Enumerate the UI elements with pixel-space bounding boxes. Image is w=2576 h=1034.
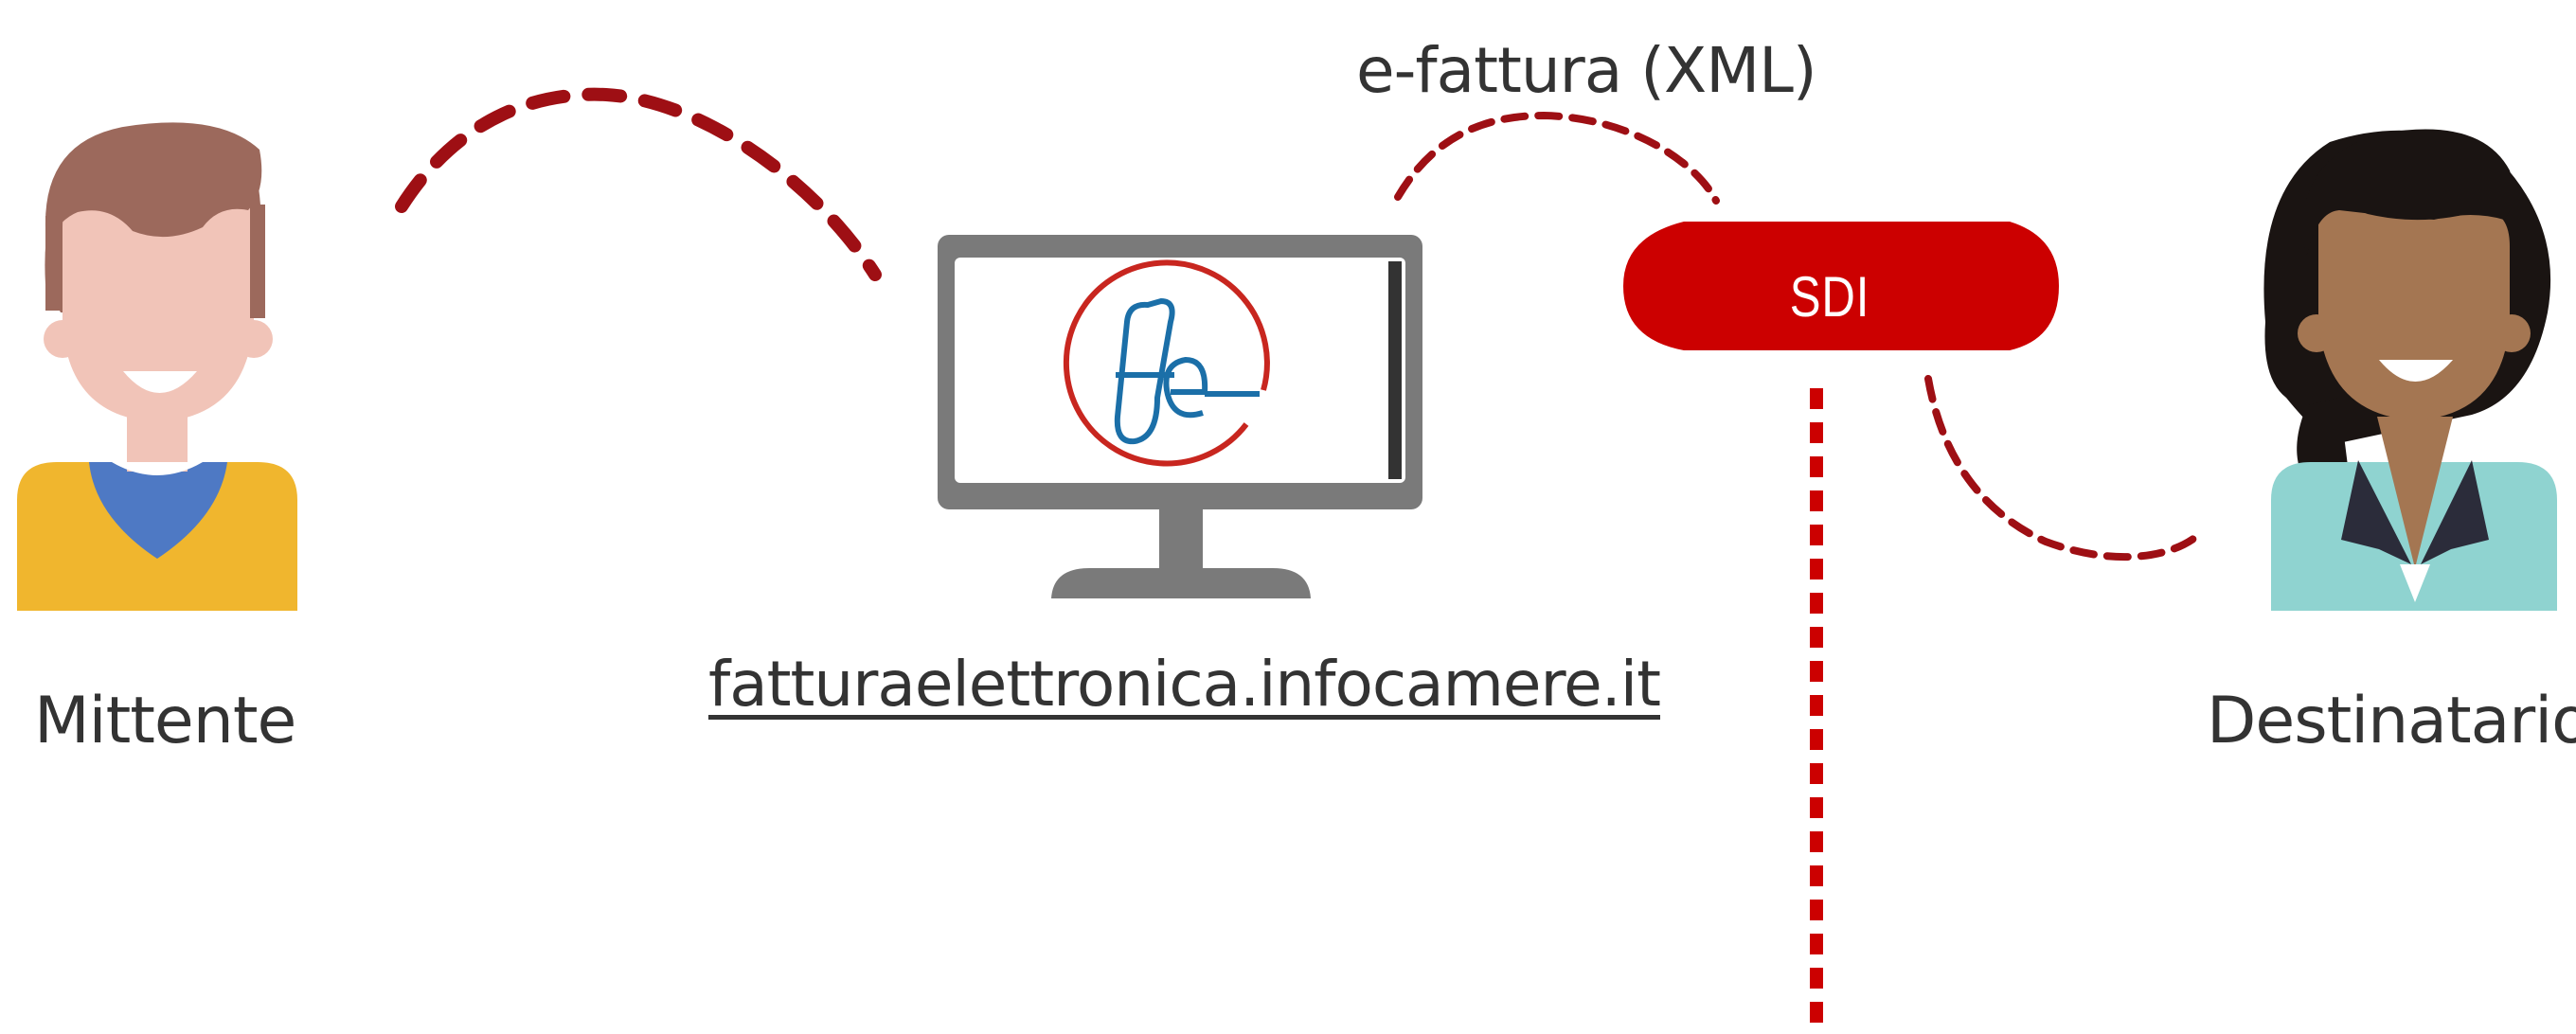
portal-link[interactable]: fatturaelettronica.infocamere.it [708,648,1661,721]
sender-to-portal-arrow [395,87,882,281]
recipient-avatar [2263,129,2557,611]
sdi-to-recipient-arrow [1924,375,2201,562]
recipient-label: Destinatario [2207,684,2576,758]
monitor-portal [938,235,1422,598]
message-label: e-fattura (XML) [1356,34,1817,107]
portal-to-sdi-arrow [1394,111,1720,205]
fe-logo [1063,259,1270,467]
sender-avatar [17,122,297,611]
sdi-node [1623,222,2059,350]
sender-label: Mittente [34,684,296,758]
sdi-label: SDI [1789,265,1870,329]
